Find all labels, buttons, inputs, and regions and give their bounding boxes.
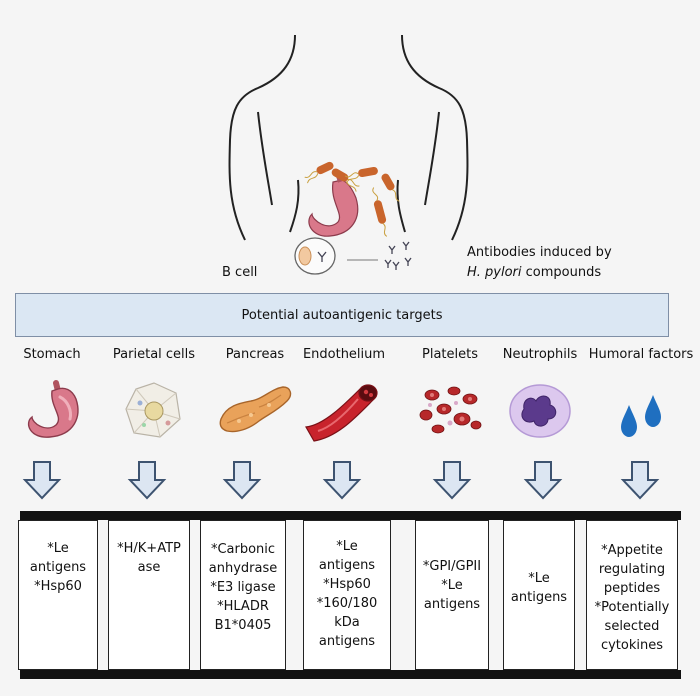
stomach-icon xyxy=(27,380,79,438)
antigen-line: *GPI/GPII xyxy=(422,559,482,574)
antigen-box-endothelium: *Le antigens *Hsp60 *160/180 kDa antigen… xyxy=(303,520,391,670)
antigen-line: antigens xyxy=(318,634,376,649)
antigen-line: regulating xyxy=(598,562,666,577)
down-arrow-icon xyxy=(22,461,62,500)
blood-vessel-icon xyxy=(305,384,378,442)
antigen-line: *HLADR xyxy=(217,599,269,614)
antigen-line: cytokines xyxy=(600,638,664,653)
antigen-line: antigens xyxy=(423,597,481,612)
antigen-line: selected xyxy=(604,619,660,634)
h-pylori-bacteria-icon xyxy=(304,161,400,237)
antigen-box-pancreas: *Carbonic anhydrase *E3 ligase *HLADR B1… xyxy=(200,520,286,670)
h-pylori-italic: H. pylori xyxy=(467,265,522,280)
antigen-box-humoral-factors: *Appetite regulating peptides *Potential… xyxy=(586,520,678,670)
column-label-neutrophils: Neutrophils xyxy=(502,347,578,362)
antigen-line: anhydrase xyxy=(208,561,278,576)
antigen-line: *Carbonic xyxy=(210,542,276,557)
antigen-line: *Le xyxy=(441,578,463,593)
top-divider-bar xyxy=(20,511,681,520)
antigen-line: ase xyxy=(137,560,161,575)
antigen-line: *Le xyxy=(47,541,69,556)
down-arrow-icon xyxy=(523,461,563,500)
antigen-line: B1*0405 xyxy=(214,618,272,633)
human-body-outline-icon xyxy=(228,34,469,241)
antigen-line: antigens xyxy=(510,590,568,605)
column-label-humoral-factors: Humoral factors xyxy=(588,347,694,362)
autoantigenic-targets-banner: Potential autoantigenic targets xyxy=(15,293,669,337)
column-label-endothelium: Endothelium xyxy=(302,347,386,362)
antigen-line: *160/180 kDa xyxy=(316,596,378,630)
parietal-cells-icon xyxy=(125,382,181,438)
antigen-box-parietal-cells: *H/K+ATP ase xyxy=(108,520,190,670)
column-label-stomach: Stomach xyxy=(23,347,81,362)
antigen-line: *Potentially xyxy=(594,600,670,615)
platelets-icon xyxy=(419,386,482,434)
antigen-line: *E3 ligase xyxy=(210,580,276,595)
top-illustration xyxy=(228,34,469,275)
antigen-line: *Le xyxy=(336,539,358,554)
antibodies-icon xyxy=(384,241,412,270)
column-label-parietal-cells: Parietal cells xyxy=(112,347,196,362)
droplets-icon xyxy=(621,395,661,437)
column-label-platelets: Platelets xyxy=(422,347,478,362)
antibody-note-line1: Antibodies induced by xyxy=(467,245,612,260)
down-arrow-icon xyxy=(620,461,660,500)
antigen-box-stomach: *Le antigens *Hsp60 xyxy=(18,520,98,670)
antibody-note-line2: H. pylori compounds xyxy=(467,263,612,283)
down-arrow-icon xyxy=(322,461,362,500)
antigen-line: *Le xyxy=(528,571,550,586)
antigen-box-neutrophils: *Le antigens xyxy=(503,520,575,670)
down-arrow-icon xyxy=(222,461,262,500)
antigen-line: antigens xyxy=(318,558,376,573)
antibody-note: Antibodies induced by H. pylori compound… xyxy=(467,243,612,283)
antigen-line: peptides xyxy=(603,581,661,596)
antigen-box-platelets: *GPI/GPII *Le antigens xyxy=(415,520,489,670)
column-label-pancreas: Pancreas xyxy=(225,347,285,362)
pancreas-icon xyxy=(219,386,292,433)
b-cell-icon xyxy=(294,237,336,275)
antibody-note-line2-rest: compounds xyxy=(521,265,602,280)
b-cell-label: B cell xyxy=(222,265,258,280)
antigen-line: antigens xyxy=(29,560,87,575)
antigen-line: *Hsp60 xyxy=(323,577,371,592)
banner-title: Potential autoantigenic targets xyxy=(241,307,443,323)
down-arrow-icon xyxy=(432,461,472,500)
neutrophil-icon xyxy=(509,384,571,438)
antigen-line: *H/K+ATP xyxy=(117,541,181,556)
antigen-line: *Hsp60 xyxy=(34,579,82,594)
antigen-line: *Appetite xyxy=(601,543,663,558)
bottom-divider-bar xyxy=(20,670,681,679)
down-arrow-icon xyxy=(127,461,167,500)
